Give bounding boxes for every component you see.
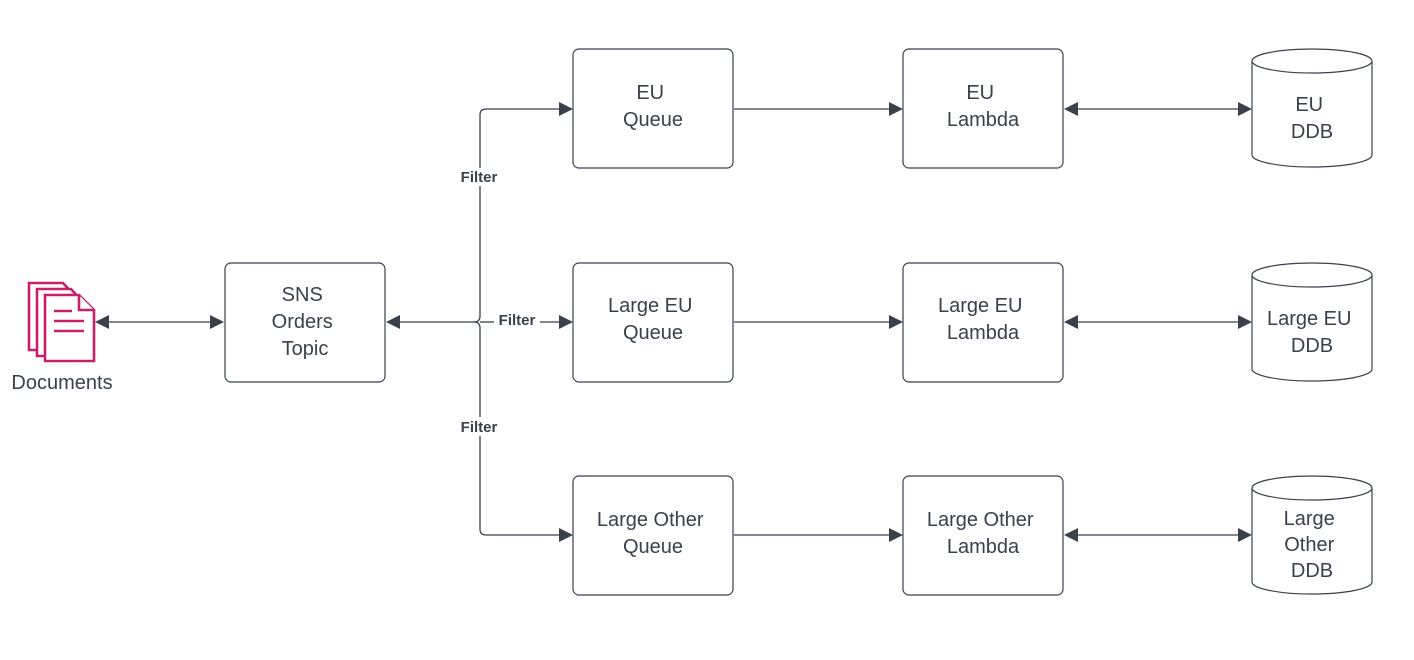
- arrowhead: [559, 315, 573, 329]
- lambda-label: Large EU Lambda: [938, 295, 1028, 344]
- sns-topic-box: [224, 262, 386, 383]
- ddb-label: Large EU DDB: [1267, 308, 1357, 357]
- lambda-label: EU Lambda: [947, 82, 1020, 131]
- arrowhead: [386, 315, 400, 329]
- arrowhead: [210, 315, 224, 329]
- arrowhead: [1064, 315, 1078, 329]
- arrowhead: [889, 528, 903, 542]
- arrowhead: [1238, 102, 1252, 116]
- arrowhead: [1238, 528, 1252, 542]
- filter-label: Filter: [499, 312, 536, 329]
- ddb-label: EU DDB: [1291, 94, 1333, 143]
- lambda-large-eu[interactable]: Large EU Lambda: [902, 262, 1064, 383]
- queue-label: Large EU Queue: [608, 295, 698, 344]
- ddb-label: Large Other DDB: [1284, 508, 1341, 582]
- arrowhead: [95, 315, 109, 329]
- edge-filter-trunk: [479, 108, 560, 168]
- documents-source[interactable]: Documents: [11, 281, 113, 394]
- database-icon: [1251, 262, 1373, 382]
- database-icon: [1251, 475, 1373, 595]
- arrowhead: [1064, 102, 1078, 116]
- ddb-large-other[interactable]: Large Other DDB: [1251, 475, 1373, 595]
- queue-box: [572, 48, 734, 169]
- sns-topic[interactable]: SNS Orders Topic: [224, 262, 386, 383]
- filter-label: Filter: [461, 419, 498, 436]
- edge-filter-trunk: [473, 186, 481, 323]
- connectors: [95, 102, 1252, 542]
- queue-eu[interactable]: EU Queue: [572, 48, 734, 169]
- lambda-box: [902, 262, 1064, 383]
- arrowhead: [1064, 528, 1078, 542]
- lambda-label: Large Other Lambda: [927, 509, 1039, 558]
- sns-topic-label: SNS Orders Topic: [272, 284, 339, 360]
- edge-filter-trunk: [479, 436, 560, 536]
- database-icon: [1251, 48, 1373, 168]
- queue-box: [572, 475, 734, 596]
- edge-filter-trunk: [473, 321, 481, 417]
- lambda-large-other[interactable]: Large Other Lambda: [902, 475, 1064, 596]
- arrowhead: [559, 102, 573, 116]
- arrowhead: [889, 102, 903, 116]
- documents-icon: [27, 281, 96, 363]
- arrowhead: [559, 528, 573, 542]
- queue-large-eu[interactable]: Large EU Queue: [572, 262, 734, 383]
- queue-large-other[interactable]: Large Other Queue: [572, 475, 734, 596]
- ddb-eu[interactable]: EU DDB: [1251, 48, 1373, 168]
- lambda-box: [902, 48, 1064, 169]
- queue-label: EU Queue: [623, 82, 683, 131]
- queue-box: [572, 262, 734, 383]
- ddb-large-eu[interactable]: Large EU DDB: [1251, 262, 1373, 382]
- filter-label: Filter: [461, 169, 498, 186]
- arrowhead: [889, 315, 903, 329]
- lambda-box: [902, 475, 1064, 596]
- filter-labels: Filter Filter Filter: [461, 169, 536, 436]
- queue-label: Large Other Queue: [597, 509, 709, 558]
- documents-label: Documents: [11, 372, 112, 394]
- lambda-eu[interactable]: EU Lambda: [902, 48, 1064, 169]
- arrowhead: [1238, 315, 1252, 329]
